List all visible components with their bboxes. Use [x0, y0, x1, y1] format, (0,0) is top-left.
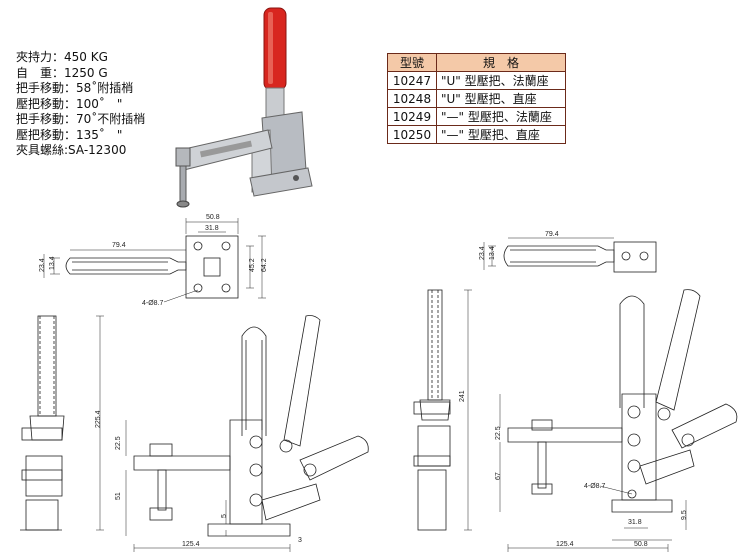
row-desc: "—" 型壓把、法蘭座 — [436, 107, 566, 126]
dim-13-4: 13.4 — [49, 256, 56, 270]
dim-22-5-right: 22.5 — [495, 426, 502, 440]
dim-67: 67 — [495, 472, 502, 480]
plan-view-left — [43, 218, 266, 303]
spec-bar-travel-2: 壓把移動：135˚ " — [16, 127, 123, 142]
dim-3: 3 — [298, 537, 302, 544]
dim-79-4-right: 79.4 — [545, 231, 559, 238]
row-desc: "U" 型壓把、法蘭座 — [436, 71, 566, 90]
table-row: 10248 "U" 型壓把、直座 — [387, 89, 566, 108]
side-view-left — [20, 315, 369, 552]
dim-31-8: 31.8 — [205, 225, 219, 232]
dim-50-8-right: 50.8 — [634, 541, 648, 548]
spec-handle-travel-1: 把手移動：58˚附插梢 — [16, 81, 134, 95]
dim-5: 5 — [221, 514, 228, 518]
model-table: 型號 規 格 10247 "U" 型壓把、法蘭座 10248 "U" 型壓把、直… — [387, 53, 566, 144]
dim-9-5: 9.5 — [681, 510, 688, 520]
row-model: 10247 — [387, 71, 437, 90]
table-row: 10250 "—" 型壓把、直座 — [387, 125, 566, 144]
dim-79-4: 79.4 — [112, 242, 126, 249]
dim-51: 51 — [115, 492, 122, 500]
dim-23-4-right: 23.4 — [479, 246, 486, 260]
dim-64-2: 64.2 — [261, 258, 268, 272]
plan-view-right — [483, 237, 657, 273]
row-model: 10249 — [387, 107, 437, 126]
row-desc: "—" 型壓把、直座 — [436, 125, 566, 144]
dim-holes: 4-Ø8.7 — [142, 300, 164, 307]
dim-13-4-right: 13.4 — [489, 246, 496, 260]
side-view-right — [413, 289, 738, 552]
dim-241: 241 — [459, 390, 466, 402]
dim-225-4: 225.4 — [95, 410, 102, 428]
dim-31-8-right: 31.8 — [628, 519, 642, 526]
dim-23-4: 23.4 — [39, 258, 46, 272]
table-row: 10247 "U" 型壓把、法蘭座 — [387, 71, 566, 90]
row-model: 10248 — [387, 89, 437, 108]
dim-125-4-right: 125.4 — [556, 541, 574, 548]
table-header-row: 型號 規 格 — [387, 53, 566, 72]
dim-45-2: 45.2 — [249, 258, 256, 272]
product-photo — [175, 7, 313, 208]
spec-clamping-force: 夾持力：450 KG — [16, 50, 108, 64]
spec-list: 夾持力：450 KG 自 重：1250 G 把手移動：58˚附插梢 壓把移動：1… — [16, 50, 145, 159]
spec-spindle: 夾具螺絲:SA-12300 — [16, 143, 127, 157]
dim-holes-right: 4-Ø8.7 — [584, 483, 606, 490]
dim-22-5-left: 22.5 — [115, 436, 122, 450]
spec-handle-travel-2: 把手移動：70˚不附插梢 — [16, 112, 146, 126]
header-spec: 規 格 — [436, 53, 566, 72]
spec-bar-travel-1: 壓把移動：100˚ " — [16, 96, 123, 111]
table-row: 10249 "—" 型壓把、法蘭座 — [387, 107, 566, 126]
dim-125-4-left: 125.4 — [182, 541, 200, 548]
row-model: 10250 — [387, 125, 437, 144]
dim-50-8: 50.8 — [206, 214, 220, 221]
spec-weight: 自 重：1250 G — [16, 65, 108, 80]
